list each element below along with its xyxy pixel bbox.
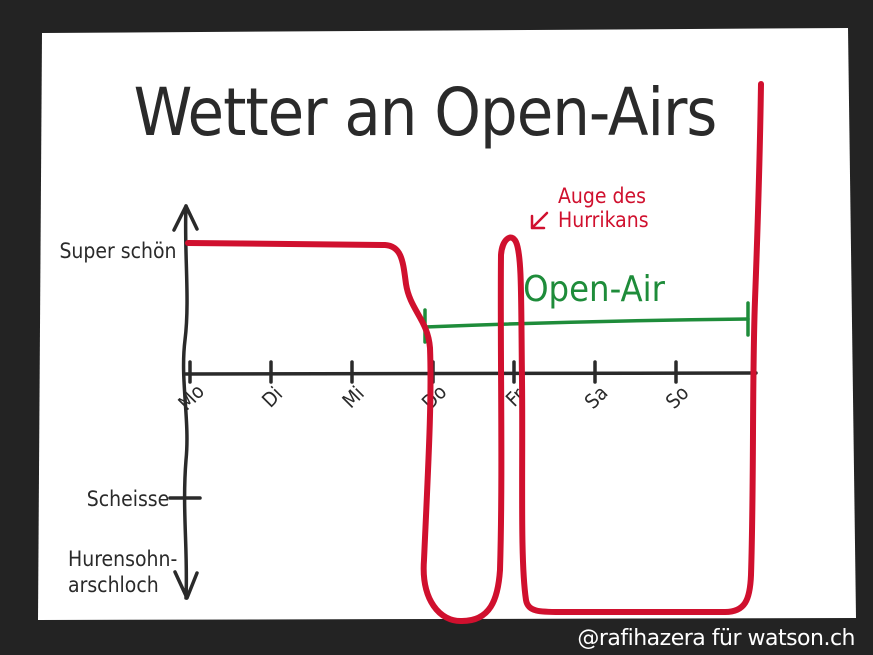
y-label-scheisse: Scheisse [87, 487, 170, 511]
open-air-bracket: Open-Air [423, 269, 750, 344]
y-axis-arrow-down [173, 570, 199, 600]
y-axis-arrow-up [172, 204, 199, 232]
text-line: arschloch [68, 573, 159, 597]
paper-sheet [38, 28, 856, 620]
y-label-worst: Hurensohn-arschloch [68, 547, 177, 597]
text-line: Hurrikans [558, 208, 649, 232]
hurricane-arrow-icon [530, 211, 549, 230]
text-line: Hurensohn- [68, 547, 177, 571]
weather-line [185, 81, 764, 624]
open-air-label: Open-Air [523, 269, 666, 310]
y-axis [181, 204, 189, 600]
credit-text: @rafihazera für watson.ch [577, 626, 855, 651]
y-label-super: Super schön [59, 239, 176, 263]
x-axis [184, 371, 758, 376]
chart-title: Wetter an Open-Airs [134, 74, 717, 151]
open-air-bracket-line [423, 317, 750, 329]
text-line: Auge des [558, 184, 646, 208]
